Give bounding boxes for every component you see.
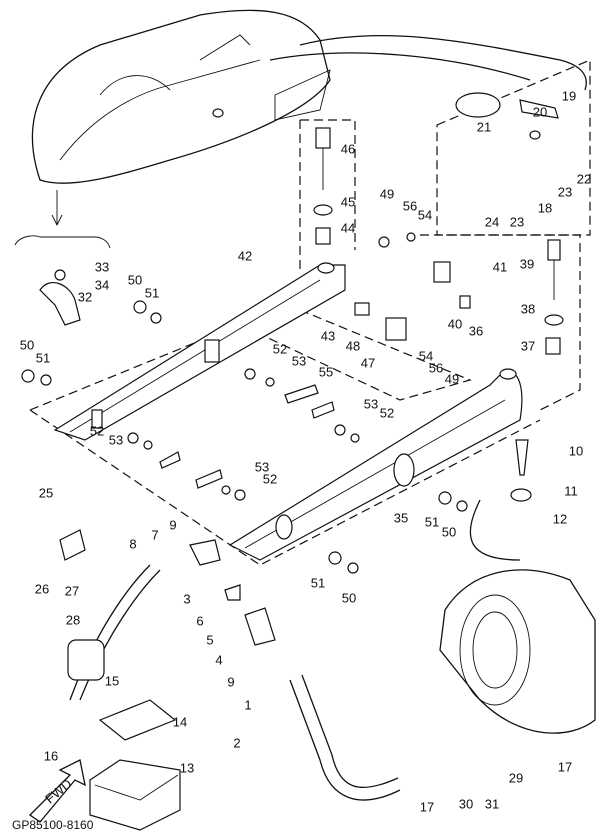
- callout-52: 52: [380, 405, 394, 420]
- callout-19: 19: [562, 88, 576, 103]
- callout-39: 39: [520, 256, 534, 271]
- callout-29: 29: [509, 770, 523, 785]
- callout-51: 51: [311, 575, 325, 590]
- callout-52: 52: [90, 423, 104, 438]
- callout-45: 45: [341, 194, 355, 209]
- callout-52: 52: [273, 341, 287, 356]
- callout-51: 51: [425, 514, 439, 529]
- callout-28: 28: [66, 612, 80, 627]
- callout-10: 10: [569, 443, 583, 458]
- jet-pump-housing: [439, 569, 596, 734]
- callout-4: 4: [215, 652, 222, 667]
- callout-35: 35: [394, 510, 408, 525]
- callout-50: 50: [128, 272, 142, 287]
- callout-3: 3: [183, 591, 190, 606]
- callout-16: 16: [44, 748, 58, 763]
- callout-51: 51: [36, 350, 50, 365]
- callout-46: 46: [341, 141, 355, 156]
- callout-56: 56: [403, 198, 417, 213]
- callout-12: 12: [553, 511, 567, 526]
- callout-9: 9: [227, 674, 234, 689]
- watercraft-illustration: [14, 9, 587, 249]
- callout-18: 18: [538, 200, 552, 215]
- callout-13: 13: [180, 760, 194, 775]
- callout-50: 50: [342, 590, 356, 605]
- frame-rail-left: [53, 262, 346, 441]
- callout-27: 27: [65, 583, 79, 598]
- callout-40: 40: [448, 316, 462, 331]
- callout-33: 33: [95, 259, 109, 274]
- callout-53: 53: [292, 353, 306, 368]
- callout-48: 48: [346, 338, 360, 353]
- callout-54: 54: [418, 207, 432, 222]
- callout-5: 5: [206, 632, 213, 647]
- callout-22: 22: [577, 171, 591, 186]
- callout-1: 1: [244, 697, 251, 712]
- callout-53: 53: [364, 396, 378, 411]
- callout-34: 34: [95, 277, 109, 292]
- fwd-arrow: [28, 759, 86, 823]
- diagram-code: GP85100-8160: [12, 818, 94, 832]
- callout-55: 55: [319, 364, 333, 379]
- callout-9: 9: [169, 517, 176, 532]
- hoses: [67, 499, 521, 801]
- callout-41: 41: [493, 259, 507, 274]
- frame-rail-right: [228, 368, 523, 561]
- callout-44: 44: [341, 220, 355, 235]
- callout-50: 50: [20, 337, 34, 352]
- callout-8: 8: [129, 536, 136, 551]
- callout-21: 21: [477, 119, 491, 134]
- callout-32: 32: [78, 289, 92, 304]
- callout-43: 43: [321, 328, 335, 343]
- callout-30: 30: [459, 796, 473, 811]
- callout-20: 20: [533, 104, 547, 119]
- callout-31: 31: [485, 796, 499, 811]
- callout-53: 53: [255, 459, 269, 474]
- callout-2: 2: [233, 735, 240, 750]
- callout-49: 49: [445, 371, 459, 386]
- callout-15: 15: [105, 673, 119, 688]
- callout-11: 11: [564, 483, 578, 498]
- callout-23: 23: [510, 214, 524, 229]
- callout-17: 17: [420, 799, 434, 814]
- callout-47: 47: [361, 355, 375, 370]
- dashed-group-outlines: [29, 59, 591, 566]
- callout-56: 56: [429, 360, 443, 375]
- callout-36: 36: [469, 323, 483, 338]
- callout-23: 23: [558, 184, 572, 199]
- callout-52: 52: [263, 471, 277, 486]
- callout-37: 37: [521, 338, 535, 353]
- callout-26: 26: [35, 581, 49, 596]
- callout-38: 38: [521, 301, 535, 316]
- callout-49: 49: [380, 186, 394, 201]
- callout-17: 17: [558, 759, 572, 774]
- water-box: [89, 699, 181, 831]
- callout-53: 53: [109, 432, 123, 447]
- fwd-label: FWD: [42, 776, 74, 807]
- callout-50: 50: [442, 524, 456, 539]
- callout-25: 25: [39, 485, 53, 500]
- callout-42: 42: [238, 248, 252, 263]
- callout-24: 24: [485, 214, 499, 229]
- callout-6: 6: [196, 613, 203, 628]
- small-parts: [21, 92, 564, 646]
- callout-7: 7: [151, 527, 158, 542]
- callout-14: 14: [173, 714, 187, 729]
- callout-54: 54: [419, 348, 433, 363]
- rail-slot: [204, 339, 220, 363]
- callout-51: 51: [145, 285, 159, 300]
